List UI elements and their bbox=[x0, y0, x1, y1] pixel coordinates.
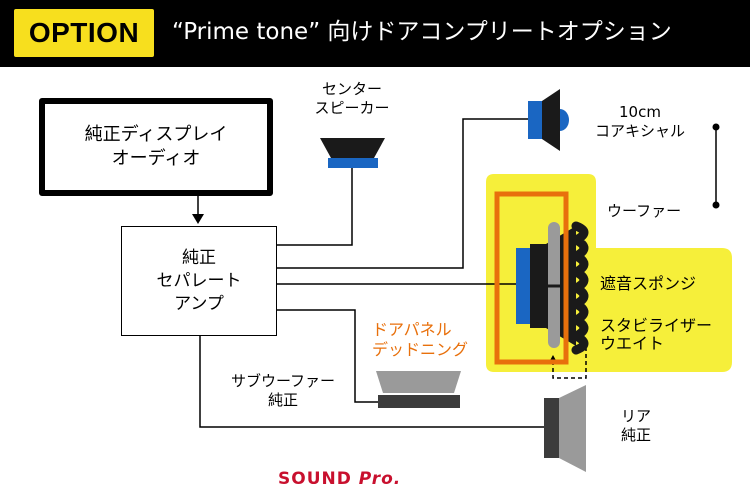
option-badge-label: OPTION bbox=[28, 17, 140, 48]
wire-amp-to-center bbox=[275, 166, 353, 246]
sound-pro-logo: SOUND Pro. bbox=[278, 469, 401, 489]
header-title: “Prime tone” 向けドアコンプリートオプション bbox=[172, 19, 672, 45]
logo-suffix: Pro. bbox=[358, 469, 402, 489]
bracket-dot-top bbox=[712, 123, 720, 131]
head-unit-box: 純正ディスプレイ オーディオ bbox=[39, 98, 273, 196]
amplifier-label-3: アンプ bbox=[174, 293, 224, 314]
header-bar: OPTION “Prime tone” 向けドアコンプリートオプション bbox=[0, 0, 750, 67]
bracket-dot-bottom bbox=[712, 201, 720, 209]
rear-speaker-label: リア 純正 bbox=[620, 407, 651, 444]
center-speaker-icon bbox=[320, 138, 385, 168]
coaxial-label: 10cm コアキシャル bbox=[594, 103, 685, 140]
rear-speaker-icon bbox=[544, 385, 586, 472]
wire-amp-to-coaxial bbox=[275, 118, 528, 269]
amplifier-box: 純正 セパレート アンプ bbox=[121, 226, 277, 336]
woofer-label: ウーファー bbox=[607, 202, 682, 220]
coaxial-speaker-icon bbox=[528, 89, 569, 151]
logo-main: SOUND bbox=[278, 469, 352, 489]
arrow-head bbox=[192, 214, 204, 224]
wire-amp-to-rear bbox=[199, 334, 544, 428]
wire-amp-to-subwoofer bbox=[275, 309, 378, 403]
stabilizer-label: スタビライザー ウエイト bbox=[600, 316, 713, 353]
amplifier-label-2: セパレート bbox=[156, 270, 242, 291]
stabilizer-dashed-link bbox=[552, 340, 587, 379]
center-speaker-label: センター スピーカー bbox=[314, 80, 390, 117]
door-panel-frame bbox=[494, 191, 569, 365]
head-unit-label-2: オーディオ bbox=[111, 148, 201, 169]
subwoofer-label: サブウーファー 純正 bbox=[230, 372, 336, 409]
amplifier-label-1: 純正 bbox=[182, 247, 216, 268]
door-deadening-label: ドアパネル デッドニング bbox=[372, 320, 469, 359]
subwoofer-icon bbox=[376, 371, 461, 408]
head-unit-label-1: 純正ディスプレイ bbox=[84, 124, 228, 145]
option-badge: OPTION bbox=[14, 9, 154, 57]
sponge-label: 遮音スポンジ bbox=[600, 274, 697, 293]
sponge-icon bbox=[565, 221, 589, 355]
